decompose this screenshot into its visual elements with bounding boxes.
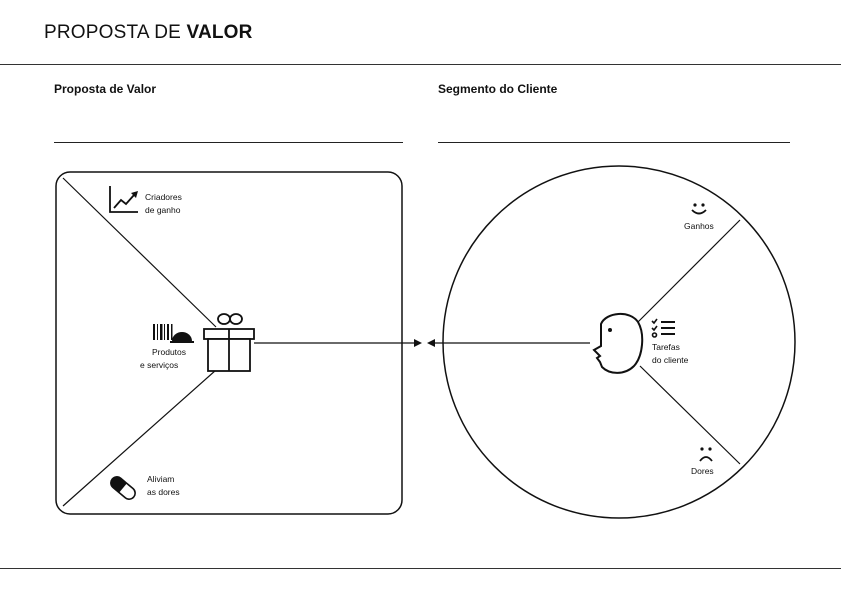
smile-icon <box>691 203 707 215</box>
frown-icon <box>699 447 713 462</box>
barcode-cloche-icon <box>153 324 194 343</box>
gains-label: Ganhos <box>684 221 714 231</box>
pain-relievers-line1: Aliviam <box>147 474 174 484</box>
top-divider <box>0 64 841 65</box>
pain-relievers-line2: as dores <box>147 487 180 497</box>
customer-segment-write-line[interactable] <box>438 142 790 143</box>
page-title: PROPOSTA DE VALOR <box>44 22 253 44</box>
products-services-line2: e serviços <box>140 360 178 370</box>
customer-profile-circle <box>442 165 796 519</box>
page-title-light: PROPOSTA DE <box>44 22 181 43</box>
value-proposition-write-line[interactable] <box>54 142 403 143</box>
chart-up-icon <box>109 186 138 213</box>
customer-segment-heading: Segmento do Cliente <box>438 82 558 96</box>
customer-jobs-line1: Tarefas <box>652 342 680 352</box>
gain-creators-line2: de ganho <box>145 205 181 215</box>
face-profile-icon <box>592 313 644 374</box>
pill-icon <box>110 476 136 500</box>
customer-jobs-line2: do cliente <box>652 355 689 365</box>
checklist-icon <box>651 318 675 338</box>
pains-label: Dores <box>691 466 714 476</box>
gain-creators-line1: Criadores <box>145 192 182 202</box>
gift-icon <box>203 313 255 372</box>
fit-arrows <box>254 339 590 347</box>
value-proposition-heading: Proposta de Valor <box>54 82 157 96</box>
bottom-divider <box>0 568 841 569</box>
products-services-line1: Produtos <box>152 347 186 357</box>
page-title-bold: VALOR <box>186 22 253 43</box>
